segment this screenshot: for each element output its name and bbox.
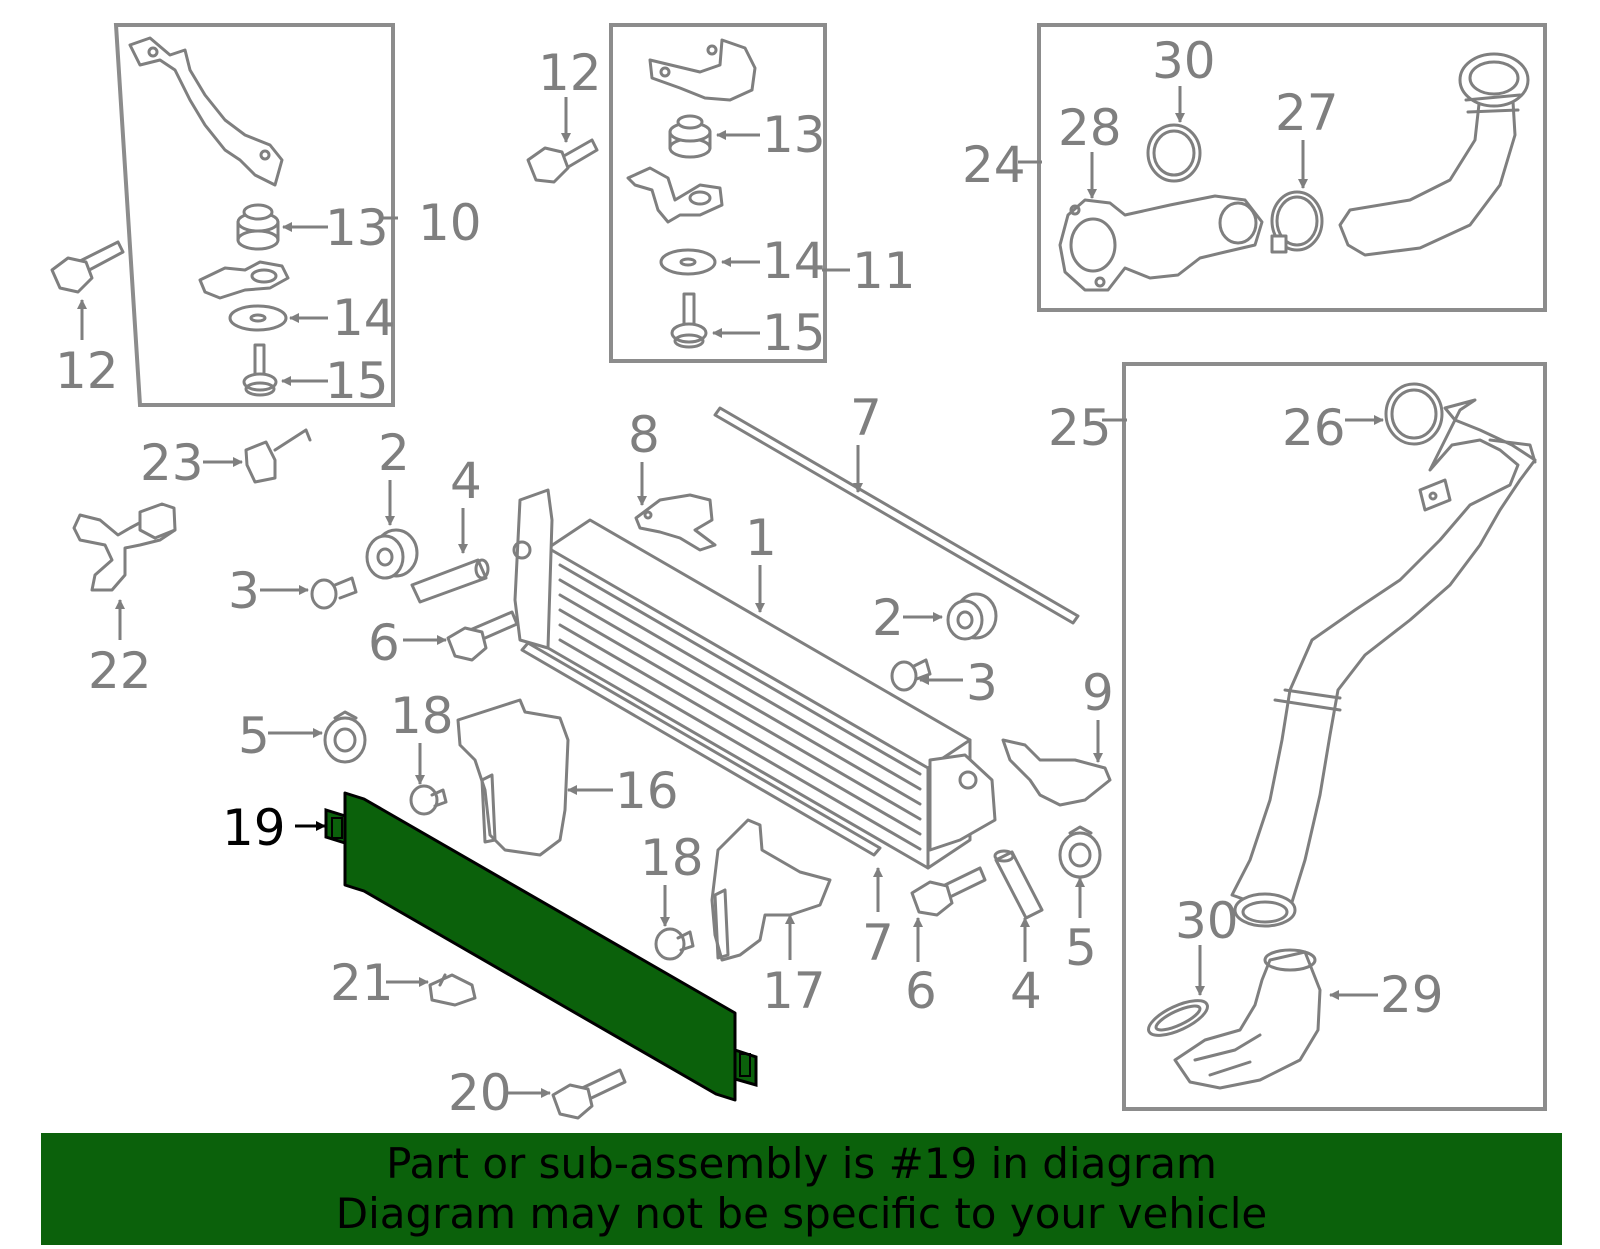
stud-15	[242, 343, 278, 397]
duct-assembly-25-box	[1122, 362, 1547, 1111]
air-deflector-19-highlighted	[324, 791, 758, 1102]
insulator-13	[236, 203, 280, 251]
insulator-13b	[668, 114, 712, 159]
callout-30b: 30	[1175, 892, 1239, 950]
callout-12b: 12	[538, 44, 602, 102]
part-notice-line-1: Part or sub-assembly is #19 in diagram	[386, 1139, 1217, 1188]
sleeve-4-right	[993, 849, 1044, 920]
sensor-22	[72, 502, 177, 592]
callout-6b: 6	[905, 962, 937, 1020]
push-pin-18-bottom	[654, 927, 695, 961]
callout-14b: 14	[762, 232, 826, 290]
insulator-2-left	[365, 528, 419, 580]
callout-18a: 18	[390, 687, 454, 745]
callout-5a: 5	[238, 707, 270, 765]
callout-15a: 15	[325, 352, 389, 410]
nut-5-left	[323, 710, 367, 764]
pin-3-right	[890, 658, 932, 692]
seal-strip-7-bottom	[520, 641, 882, 857]
callout-labels: 13 10 14 15 12 12 13 14 11 15 24 30 28 2…	[55, 32, 1444, 1122]
callout-15b: 15	[762, 304, 826, 362]
callout-29: 29	[1380, 966, 1444, 1024]
callout-12a: 12	[55, 342, 119, 400]
callout-21: 21	[330, 954, 394, 1012]
retainer-23	[244, 428, 312, 484]
part-notice-line-2: Diagram may not be specific to your vehi…	[335, 1189, 1268, 1238]
leader-lines	[77, 86, 1384, 1098]
bolt-12-left	[50, 240, 125, 294]
bolt-6-left	[446, 610, 519, 662]
callout-25: 25	[1048, 399, 1112, 457]
callout-30a: 30	[1152, 32, 1216, 90]
mount-plate-10	[198, 260, 290, 300]
clamp-27	[1270, 190, 1324, 254]
pin-3-left	[310, 576, 358, 610]
callout-6a: 6	[368, 614, 400, 672]
callout-18b: 18	[640, 829, 704, 887]
callout-22: 22	[88, 642, 152, 700]
callout-17: 17	[762, 962, 826, 1020]
deflector-16	[456, 698, 570, 857]
duct-25	[1230, 398, 1537, 928]
seal-strip-7-top	[713, 406, 1080, 625]
part-notice-banner: Part or sub-assembly is #19 in diagram D…	[41, 1133, 1562, 1245]
callout-7b: 7	[862, 914, 894, 972]
callout-3a: 3	[228, 562, 260, 620]
o-ring-26	[1384, 382, 1444, 446]
bracket-8	[634, 493, 717, 552]
outlet-tube-28	[1058, 194, 1264, 292]
insulator-2-right	[946, 592, 998, 641]
callout-5b: 5	[1065, 919, 1097, 977]
callout-14a: 14	[332, 289, 396, 347]
stud-15b	[670, 292, 708, 349]
callout-20: 20	[448, 1064, 512, 1122]
bracket-11	[648, 38, 757, 102]
intercooler-1	[512, 488, 997, 870]
inlet-duct-29	[1173, 948, 1322, 1090]
washer-14	[228, 304, 288, 332]
callout-3b: 3	[966, 654, 998, 712]
callout-8: 8	[628, 406, 660, 464]
deflector-17	[710, 818, 832, 962]
callout-27: 27	[1275, 84, 1339, 142]
mount-plate-11	[626, 166, 724, 224]
callout-16: 16	[615, 762, 679, 820]
callout-24: 24	[962, 136, 1026, 194]
callout-19-highlighted: 19	[222, 799, 286, 857]
clip-21	[428, 973, 477, 1007]
nut-5-right	[1058, 825, 1102, 879]
callout-10: 10	[418, 194, 482, 252]
sleeve-4-left	[410, 558, 490, 604]
callout-23: 23	[140, 434, 204, 492]
callout-26: 26	[1282, 399, 1346, 457]
callout-4b: 4	[1010, 962, 1042, 1020]
bolt-12-top	[526, 138, 599, 184]
push-pin-18-top	[409, 784, 448, 816]
bracket-9	[1001, 738, 1112, 807]
bolt-6-right	[910, 866, 987, 917]
tube-assembly-24-box	[1037, 23, 1547, 312]
callout-2a: 2	[378, 424, 410, 482]
callout-13a: 13	[325, 199, 389, 257]
callout-4a: 4	[450, 452, 482, 510]
callout-11: 11	[852, 242, 916, 300]
washer-14b	[659, 248, 717, 276]
callout-7a: 7	[850, 389, 882, 447]
callout-28: 28	[1058, 99, 1122, 157]
bracket-10	[128, 36, 284, 187]
bracket-kit-11-box	[609, 23, 827, 363]
callout-1: 1	[745, 509, 777, 567]
callout-9: 9	[1082, 664, 1114, 722]
bracket-kit-10-box	[113, 23, 395, 407]
o-ring-30-top	[1146, 123, 1202, 183]
bolt-20	[551, 1068, 627, 1120]
callout-13b: 13	[762, 106, 826, 164]
hose-24	[1338, 52, 1530, 257]
o-ring-30-bottom	[1147, 999, 1209, 1037]
callout-2b: 2	[872, 589, 904, 647]
